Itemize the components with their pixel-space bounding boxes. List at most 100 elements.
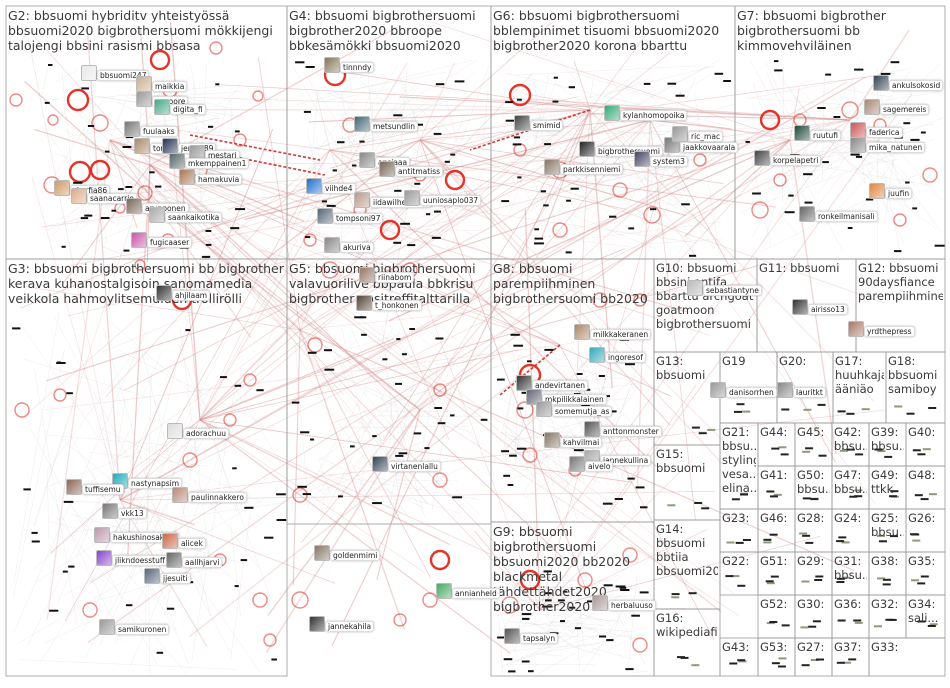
node-label[interactable]: milkkakeranen xyxy=(590,329,652,340)
avatar[interactable] xyxy=(162,533,178,549)
avatar[interactable] xyxy=(604,105,620,121)
avatar[interactable] xyxy=(166,552,182,568)
node-label[interactable]: antitmatiss xyxy=(395,166,444,177)
node-label[interactable]: riinabom xyxy=(375,272,415,283)
node-label[interactable]: jannekahila xyxy=(325,621,375,632)
node-label[interactable]: anttonmonster xyxy=(600,426,662,437)
node-label[interactable]: virtanenlallu xyxy=(388,461,441,472)
node-label[interactable]: aivelo xyxy=(585,461,614,472)
avatar[interactable] xyxy=(136,91,152,107)
avatar[interactable] xyxy=(324,57,340,73)
node-label[interactable]: t_honkonen xyxy=(372,300,422,311)
avatar[interactable] xyxy=(436,583,452,599)
avatar[interactable] xyxy=(850,137,866,153)
node-label[interactable]: system3 xyxy=(650,156,688,167)
avatar[interactable] xyxy=(306,178,322,194)
node-label[interactable]: mkpilikkalainen xyxy=(542,394,607,405)
node-label[interactable]: adorachuu xyxy=(183,428,230,439)
node-label[interactable]: herbaluuso xyxy=(608,600,656,611)
avatar[interactable] xyxy=(167,423,183,439)
avatar[interactable] xyxy=(149,207,165,223)
avatar[interactable] xyxy=(869,183,885,199)
avatar[interactable] xyxy=(589,347,605,363)
avatar[interactable] xyxy=(710,382,726,398)
avatar[interactable] xyxy=(792,299,808,315)
node-label[interactable]: parkkisenniemi xyxy=(560,164,624,175)
node-label[interactable]: somemutja_as xyxy=(552,406,613,417)
avatar[interactable] xyxy=(592,595,608,611)
avatar[interactable] xyxy=(314,545,330,561)
avatar[interactable] xyxy=(126,198,142,214)
node-label[interactable]: vkk13 xyxy=(118,508,147,519)
avatar[interactable] xyxy=(777,382,793,398)
avatar[interactable] xyxy=(309,616,325,632)
node-label[interactable]: alicek xyxy=(178,538,206,549)
node-label[interactable]: lauritkt xyxy=(793,387,826,398)
node-label[interactable]: jannekullina xyxy=(600,455,652,466)
avatar[interactable] xyxy=(672,126,688,142)
node-label[interactable]: samikuronen xyxy=(115,624,170,635)
avatar[interactable] xyxy=(94,527,110,543)
avatar[interactable] xyxy=(172,487,188,503)
avatar[interactable] xyxy=(848,321,864,337)
node-label[interactable]: jlikndoesstuff xyxy=(112,555,168,566)
node-label[interactable]: aallhjarvi xyxy=(182,557,223,568)
node-label[interactable]: ankulsokosid xyxy=(889,80,944,91)
node-label[interactable]: uuniosaplo037 xyxy=(420,195,482,206)
avatar[interactable] xyxy=(536,401,552,417)
node-label[interactable]: smimid xyxy=(530,120,564,131)
node-label[interactable]: akuriva xyxy=(340,242,374,253)
node-label[interactable]: annianheld xyxy=(452,588,500,599)
avatar[interactable] xyxy=(81,65,97,81)
node-label[interactable]: goldenmimi xyxy=(330,550,381,561)
avatar[interactable] xyxy=(574,324,590,340)
avatar[interactable] xyxy=(359,152,375,168)
avatar[interactable] xyxy=(379,161,395,177)
avatar[interactable] xyxy=(162,138,178,154)
avatar[interactable] xyxy=(54,180,70,196)
avatar[interactable] xyxy=(179,169,195,185)
avatar[interactable] xyxy=(687,280,703,296)
node-label[interactable]: tinnndy xyxy=(340,62,375,73)
avatar[interactable] xyxy=(136,76,152,92)
avatar[interactable] xyxy=(634,151,650,167)
avatar[interactable] xyxy=(96,550,112,566)
avatar[interactable] xyxy=(144,568,160,584)
node-label[interactable]: mkemppainen1 xyxy=(185,158,250,169)
node-label[interactable]: faderica xyxy=(866,127,903,138)
avatar[interactable] xyxy=(404,190,420,206)
avatar[interactable] xyxy=(154,99,170,115)
avatar[interactable] xyxy=(584,421,600,437)
avatar[interactable] xyxy=(569,456,585,472)
node-label[interactable]: ric_mac xyxy=(688,131,724,142)
node-label[interactable]: paulinnakkero xyxy=(188,492,247,503)
avatar[interactable] xyxy=(544,159,560,175)
avatar[interactable] xyxy=(754,150,770,166)
avatar[interactable] xyxy=(324,237,340,253)
avatar[interactable] xyxy=(372,456,388,472)
node-label[interactable]: digita_fi xyxy=(170,104,206,115)
node-label[interactable]: maikkia xyxy=(152,81,188,92)
avatar[interactable] xyxy=(544,432,560,448)
node-label[interactable]: saankaikotika xyxy=(165,212,223,223)
node-label[interactable]: kylanhomopoika xyxy=(620,110,688,121)
avatar[interactable] xyxy=(156,285,172,301)
node-label[interactable]: sagemereis xyxy=(880,104,930,115)
node-label[interactable]: airisso13 xyxy=(808,304,848,315)
avatar[interactable] xyxy=(516,375,532,391)
node-label[interactable]: ronkeilmanisali xyxy=(815,211,878,222)
avatar[interactable] xyxy=(794,125,810,141)
node-label[interactable]: bbsuomi247 xyxy=(97,70,150,81)
node-label[interactable]: fuulaaks xyxy=(140,126,178,137)
avatar[interactable] xyxy=(354,192,370,208)
node-label[interactable]: danisorrhen xyxy=(726,387,777,398)
node-label[interactable]: fugicaaser xyxy=(147,237,193,248)
avatar[interactable] xyxy=(850,122,866,138)
node-label[interactable]: ingoresof xyxy=(605,352,646,363)
avatar[interactable] xyxy=(134,138,150,154)
node-label[interactable]: sebastiantyne xyxy=(703,285,762,296)
node-label[interactable]: tompsoni97 xyxy=(333,213,384,224)
node-label[interactable]: bigbrothersuomi xyxy=(595,146,663,157)
avatar[interactable] xyxy=(799,206,815,222)
avatar[interactable] xyxy=(864,99,880,115)
